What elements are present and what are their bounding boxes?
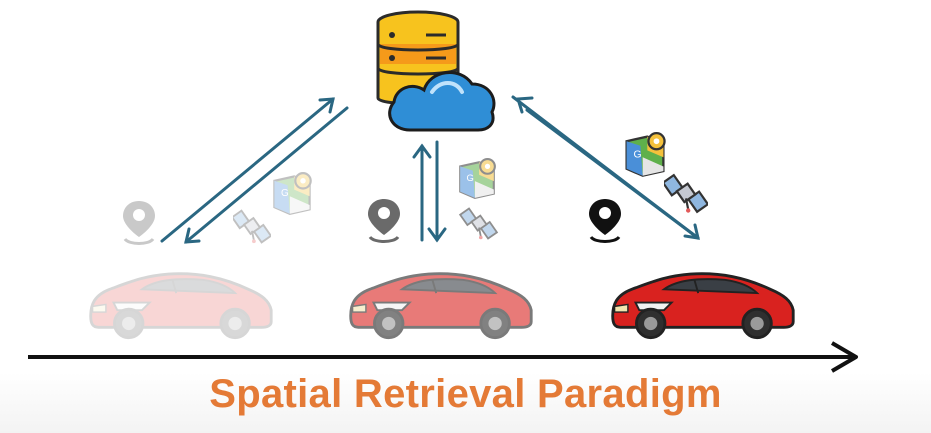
- location-pin-icon: [366, 197, 402, 243]
- location-pin-icon: [587, 197, 623, 243]
- arrow-pair-right: [511, 95, 700, 240]
- car-icon-previous: [349, 272, 533, 340]
- arrow-pair-left: [160, 97, 349, 244]
- satellite-icon: [664, 174, 708, 214]
- car-icon-past: [89, 272, 273, 340]
- map-icon: [273, 172, 312, 215]
- timeline-arrow: [28, 341, 858, 373]
- satellite-icon: [459, 207, 498, 241]
- location-pin-icon: [121, 199, 157, 245]
- car-icon-current: [611, 272, 795, 340]
- map-icon: [459, 158, 496, 199]
- map-icon: [625, 132, 666, 177]
- caption-title: Spatial Retrieval Paradigm: [209, 372, 722, 416]
- satellite-icon: [233, 209, 271, 245]
- cloud-icon: [388, 71, 496, 132]
- arrow-pair-middle: [412, 140, 447, 243]
